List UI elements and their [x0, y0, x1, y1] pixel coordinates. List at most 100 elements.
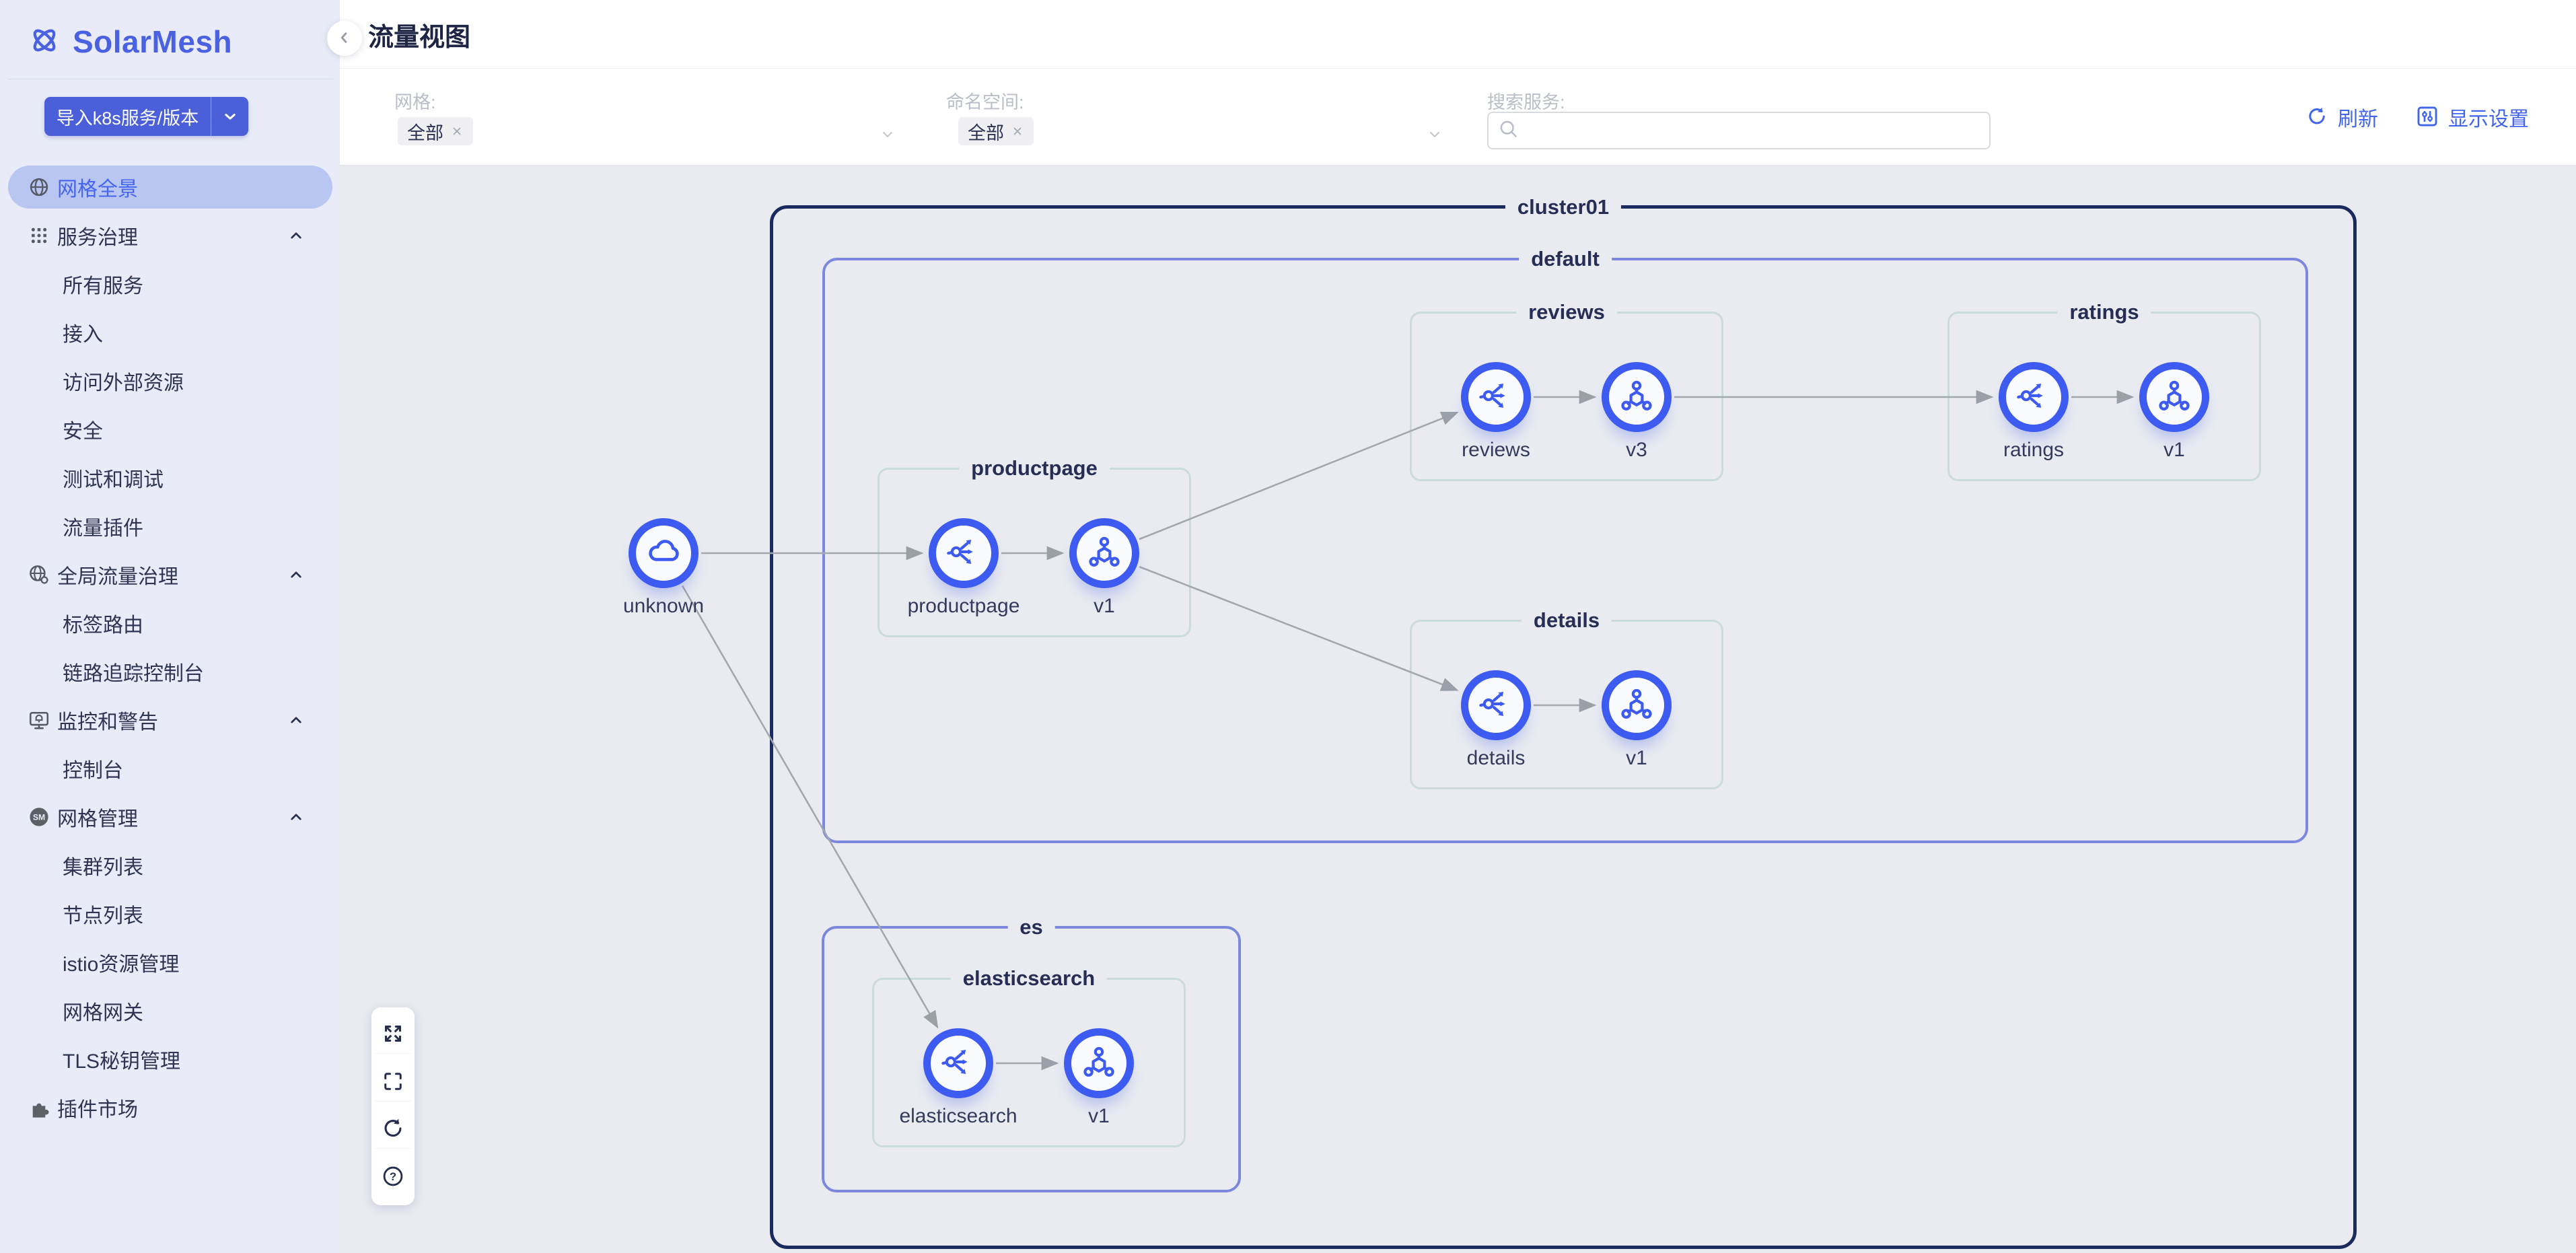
- sidebar-item-label: 流量插件: [63, 517, 143, 540]
- expand-arrows-icon: [381, 1022, 405, 1048]
- graph-box-label: cluster01: [1505, 195, 1622, 220]
- sidebar-item-access[interactable]: 接入: [0, 308, 340, 357]
- cloud-icon: [644, 532, 683, 575]
- graph-box-label: productpage: [959, 456, 1110, 481]
- graph-node-label: v3: [1626, 439, 1647, 461]
- sidebar-item-cluster-list[interactable]: 集群列表: [0, 841, 340, 890]
- topbar: 流量视图: [340, 0, 2576, 69]
- graph-node-ratings-svc[interactable]: [1999, 362, 2069, 432]
- display-settings-button[interactable]: 显示设置: [2416, 102, 2529, 132]
- graph-node-label: unknown: [622, 595, 705, 617]
- sidebar-item-test-debug[interactable]: 测试和调试: [0, 454, 340, 502]
- service-icon: [939, 1043, 977, 1084]
- graph-node-elasticsearch-v1[interactable]: [1064, 1028, 1134, 1098]
- refresh-icon: [2305, 105, 2328, 130]
- sidebar-item-security[interactable]: 安全: [0, 405, 340, 454]
- app-title: SolarMesh: [73, 24, 233, 59]
- sidebar-item-label: 插件市场: [57, 1099, 138, 1121]
- sidebar-item-label: 测试和调试: [63, 469, 164, 491]
- sidebar-item-label: 链路追踪控制台: [63, 663, 204, 685]
- solarmesh-logo-icon: [27, 23, 62, 61]
- sidebar-item-external-resources[interactable]: 访问外部资源: [0, 357, 340, 405]
- graph-node-ratings-v1[interactable]: [2139, 362, 2209, 432]
- sidebar-item-monitor-alert[interactable]: 监控和警告: [0, 696, 340, 744]
- version-icon: [1085, 533, 1123, 574]
- sidebar-item-all-services[interactable]: 所有服务: [0, 260, 340, 308]
- close-icon[interactable]: [1011, 124, 1024, 138]
- sidebar-item-mesh-gateway[interactable]: 网格网关: [0, 987, 340, 1035]
- filter-bar: 网格: 全部 命名空间: 全部 搜索服务:: [340, 69, 2576, 166]
- import-k8s-label: 导入k8s服务/版本: [56, 108, 199, 129]
- graph-node-productpage-svc[interactable]: [929, 518, 999, 588]
- graph-node-label: v1: [1094, 595, 1115, 617]
- sidebar-item-label: 全局流量治理: [57, 566, 178, 588]
- mesh-filter-tag[interactable]: 全部: [398, 117, 473, 145]
- close-icon[interactable]: [450, 124, 464, 138]
- sidebar-item-label: 节点列表: [63, 905, 143, 927]
- sidebar-item-label: 服务治理: [57, 227, 138, 249]
- sidebar-item-mesh-overview[interactable]: 网格全景: [0, 163, 340, 211]
- graph-box-label: default: [1519, 247, 1612, 272]
- graph-node-label: reviews: [1462, 439, 1530, 461]
- import-k8s-button[interactable]: 导入k8s服务/版本: [44, 97, 248, 136]
- refresh-label: 刷新: [2338, 108, 2378, 131]
- sidebar-item-label: 访问外部资源: [63, 372, 184, 394]
- sidebar-collapse-button[interactable]: [327, 21, 362, 56]
- version-icon: [2155, 377, 2193, 418]
- svg-text:?: ?: [390, 1171, 396, 1183]
- namespace-select-chevron-down-icon[interactable]: [1425, 125, 1444, 144]
- graph-box-label: es: [1007, 915, 1055, 940]
- search-service-input[interactable]: [1528, 120, 1980, 141]
- refresh-button[interactable]: 刷新: [2305, 102, 2378, 132]
- graph-node-elasticsearch-svc[interactable]: [923, 1028, 993, 1098]
- active-item-pill: [8, 166, 332, 209]
- graph-box-label: ratings: [2057, 300, 2151, 325]
- sidebar-item-label: TLS秘钥管理: [63, 1050, 181, 1073]
- chevron-up-icon: [286, 225, 306, 246]
- page-title: 流量视图: [368, 23, 471, 52]
- graph-node-label: ratings: [2003, 439, 2065, 461]
- service-icon: [2015, 377, 2052, 418]
- graph-node-label: v1: [1626, 747, 1647, 769]
- sidebar-item-label: 网格全景: [57, 178, 138, 201]
- sidebar-item-istio-resources[interactable]: istio资源管理: [0, 938, 340, 987]
- sidebar-item-plugin-market[interactable]: 插件市场: [0, 1083, 340, 1132]
- mesh-filter-label: 网格:: [394, 92, 436, 112]
- sidebar-item-label: istio资源管理: [63, 954, 180, 976]
- graph-node-productpage-v1[interactable]: [1069, 518, 1139, 588]
- sidebar: SolarMesh 导入k8s服务/版本 网格全景服务治理所有服务接入访问外部资…: [0, 0, 340, 1253]
- graph-node-reviews-svc[interactable]: [1461, 362, 1531, 432]
- graph-node-details-v1[interactable]: [1602, 670, 1672, 740]
- sidebar-item-tracing-console[interactable]: 链路追踪控制台: [0, 647, 340, 696]
- graph-box-default: default: [822, 247, 2308, 843]
- fullscreen-button[interactable]: [374, 1064, 412, 1102]
- sidebar-item-traffic-plugin[interactable]: 流量插件: [0, 502, 340, 550]
- sidebar-item-console[interactable]: 控制台: [0, 744, 340, 793]
- sidebar-item-label: 安全: [63, 421, 103, 443]
- graph-box-elasticsearch: elasticsearch: [872, 966, 1186, 1147]
- sidebar-item-service-governance[interactable]: 服务治理: [0, 211, 340, 260]
- namespace-filter-tag[interactable]: 全部: [958, 117, 1034, 145]
- graph-node-unknown[interactable]: [629, 518, 699, 588]
- sidebar-item-label: 网格网关: [63, 1002, 143, 1024]
- sidebar-nav: 网格全景服务治理所有服务接入访问外部资源安全测试和调试流量插件全局流量治理标签路…: [0, 163, 340, 1132]
- chevron-down-icon[interactable]: [211, 106, 248, 127]
- search-box: [1487, 112, 1991, 149]
- graph-node-details-svc[interactable]: [1461, 670, 1531, 740]
- traffic-graph-canvas[interactable]: cluster01 default es reviews ratings productp…: [340, 166, 2576, 1253]
- mesh-filter-value: 全部: [407, 122, 443, 143]
- graph-node-label: elasticsearch: [899, 1105, 1017, 1127]
- sm-badge-icon: SM: [27, 805, 51, 829]
- mesh-select-chevron-down-icon[interactable]: [878, 125, 897, 144]
- sidebar-item-node-list[interactable]: 节点列表: [0, 890, 340, 938]
- sidebar-item-label: 标签路由: [63, 614, 143, 637]
- reload-button[interactable]: [374, 1111, 412, 1149]
- sidebar-item-label-routing[interactable]: 标签路由: [0, 599, 340, 647]
- sidebar-item-global-traffic[interactable]: 全局流量治理: [0, 550, 340, 599]
- sidebar-item-tls-secrets[interactable]: TLS秘钥管理: [0, 1035, 340, 1083]
- graph-node-reviews-v3[interactable]: [1602, 362, 1672, 432]
- expand-button[interactable]: [374, 1016, 412, 1054]
- help-button[interactable]: ?: [374, 1159, 412, 1196]
